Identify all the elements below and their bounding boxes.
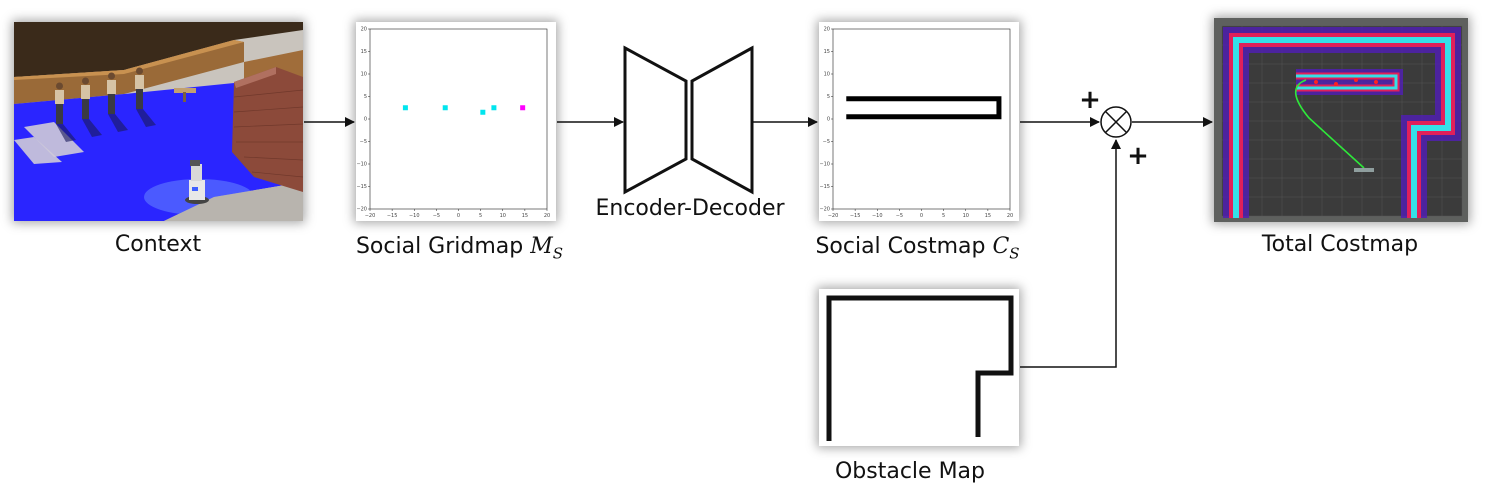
costmap-x-tick-label: −5 xyxy=(896,213,903,219)
total-costmap-svg xyxy=(1214,18,1468,222)
obstacle-walls xyxy=(826,295,1014,441)
social-costmap-svg: −20 −15 −10 −5 0 5 10 15 20 20 15 10 5 0 −5 −10 −15 −20 xyxy=(819,22,1019,221)
encoder-trapezoid xyxy=(623,45,688,195)
gridmap-x-tick-label: −20 xyxy=(365,213,376,219)
gridmap-y-tick-label: −20 xyxy=(356,207,367,213)
social-gridmap-svg: −20 −15 −10 −5 0 5 10 15 20 20 15 10 5 0 −5 −10 −15 −20 xyxy=(356,22,556,221)
gridmap-x-tick-label: 0 xyxy=(457,213,460,219)
social-gridmap-symbol: M xyxy=(530,234,553,259)
costmap-y-tick-label: 10 xyxy=(824,72,830,78)
social-gridmap-label: Social Gridmap MS xyxy=(342,234,577,262)
costmap-x-tick-label: −10 xyxy=(872,213,883,219)
decoder-trapezoid xyxy=(690,45,754,195)
gridmap-person-point xyxy=(442,105,448,111)
costmap-x-tick-label: 0 xyxy=(920,213,923,219)
social-gridmap-axes xyxy=(369,28,548,210)
costmap-x-tick-label: −20 xyxy=(828,213,839,219)
gridmap-y-tick-label: 0 xyxy=(364,117,367,123)
gridmap-y-tick-label: 15 xyxy=(361,49,367,55)
costmap-y-tick-label: 5 xyxy=(827,94,830,100)
gridmap-person-point xyxy=(402,105,408,111)
gridmap-y-tick-label: 10 xyxy=(361,72,367,78)
context-scene xyxy=(14,22,303,221)
context-image xyxy=(14,22,303,221)
gridmap-x-tick-label: 20 xyxy=(544,213,550,219)
costmap-x-tick-label: 10 xyxy=(963,213,969,219)
costmap-y-tick-label: −5 xyxy=(823,139,830,145)
social-gridmap-text: Social Gridmap xyxy=(355,234,531,259)
costmap-y-tick-label: −10 xyxy=(819,162,830,168)
social-gridmap-plot: −20 −15 −10 −5 0 5 10 15 20 20 15 10 5 0 −5 −10 −15 −20 xyxy=(356,22,556,221)
plus-sign-bottom: + xyxy=(1127,141,1149,171)
gridmap-x-tick-label: 5 xyxy=(479,213,482,219)
costmap-x-tick-label: 15 xyxy=(985,213,991,219)
planned-path xyxy=(1294,79,1365,169)
costmap-x-tick-label: −15 xyxy=(850,213,861,219)
social-gridmap-subscript: S xyxy=(552,244,564,263)
social-costmap-label: Social Costmap CS xyxy=(800,234,1035,262)
total-costmap-label: Total Costmap xyxy=(1261,232,1419,257)
social-costmap-plot: −20 −15 −10 −5 0 5 10 15 20 20 15 10 5 0 −5 −10 −15 −20 xyxy=(819,22,1019,221)
costmap-social-zone-line xyxy=(846,96,1002,120)
obstacle-map-svg xyxy=(819,289,1019,446)
gridmap-y-tick-label: −5 xyxy=(360,139,367,145)
social-costmap-subscript: S xyxy=(1009,244,1020,263)
gridmap-x-tick-label: 10 xyxy=(500,213,506,219)
costmap-y-tick-label: −15 xyxy=(819,184,830,190)
social-costmap-text: Social Costmap xyxy=(815,234,993,259)
gridmap-x-tick-label: −10 xyxy=(409,213,420,219)
costmap-y-tick-label: 20 xyxy=(824,27,830,33)
obstacle-map-label: Obstacle Map xyxy=(834,459,985,484)
gridmap-y-tick-label: 5 xyxy=(364,94,367,100)
encoder-decoder-label: Encoder-Decoder xyxy=(595,196,785,221)
arrow-obstacle-to-sum xyxy=(1020,139,1121,368)
gridmap-person-point xyxy=(520,105,526,111)
gridmap-person-point xyxy=(480,109,486,115)
sum-operator-icon xyxy=(1100,106,1132,138)
encoder-decoder-shape xyxy=(623,45,754,195)
gridmap-y-tick-label: −15 xyxy=(356,184,367,190)
gridmap-y-tick-label: 20 xyxy=(361,27,367,33)
context-label: Context xyxy=(114,232,202,257)
costmap-y-tick-label: 0 xyxy=(827,117,830,123)
costmap-x-tick-label: 5 xyxy=(942,213,945,219)
gridmap-x-tick-label: −5 xyxy=(433,213,440,219)
obstacle-map-image xyxy=(819,289,1019,446)
social-costmap-symbol: C xyxy=(992,234,1010,259)
total-costmap-image xyxy=(1214,18,1468,222)
costmap-x-tick-label: 20 xyxy=(1007,213,1013,219)
costmap-y-tick-label: 15 xyxy=(824,49,830,55)
plus-sign-top: + xyxy=(1079,85,1101,115)
costmap-y-tick-label: −20 xyxy=(819,207,830,213)
gridmap-person-point xyxy=(491,105,497,111)
gridmap-y-tick-label: −10 xyxy=(356,162,367,168)
gridmap-x-tick-label: 15 xyxy=(522,213,528,219)
gridmap-x-tick-label: −15 xyxy=(387,213,398,219)
